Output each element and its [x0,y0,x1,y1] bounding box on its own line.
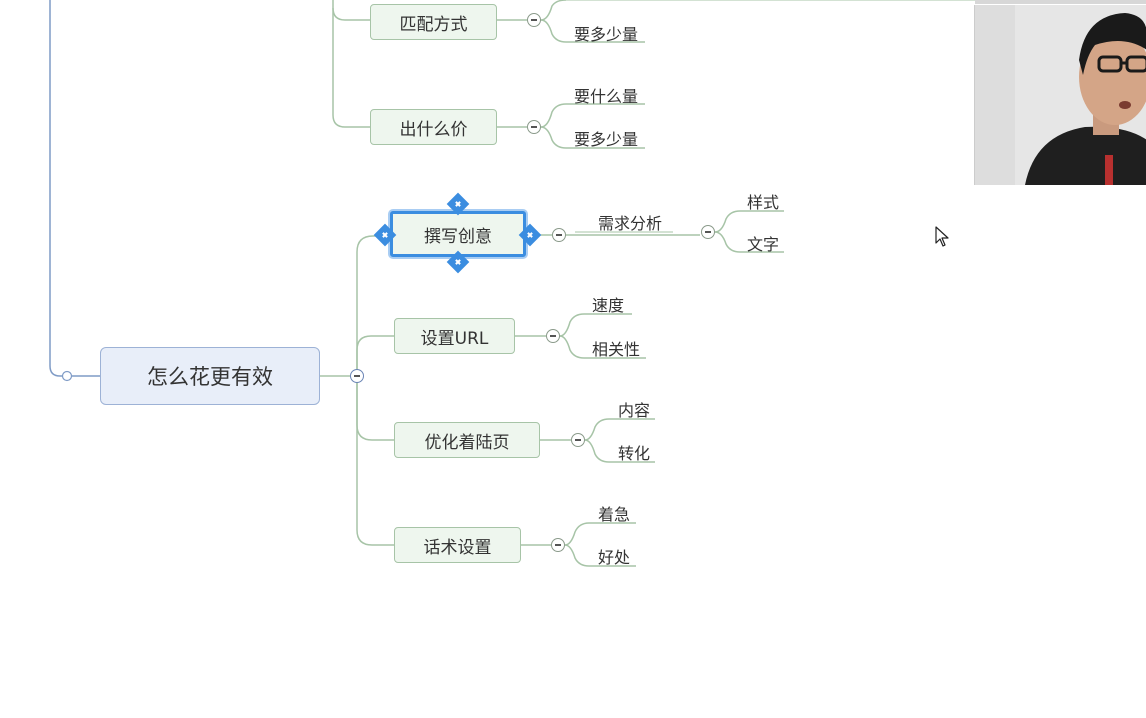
collapse-toggle-icon[interactable] [527,13,541,27]
overlay-top-bar [975,0,1146,4]
topic-bid-price[interactable]: 出什么价 [370,109,497,145]
collapse-toggle-icon[interactable] [571,433,585,447]
collapse-toggle-icon[interactable] [701,225,715,239]
leaf-bid-what-volume[interactable]: 要什么量 [574,87,639,106]
leaf-bid-how-much[interactable]: 要多少量 [574,130,639,149]
topic-optimize-landing[interactable]: 优化着陆页 [394,422,540,458]
leaf-benefit[interactable]: 好处 [598,548,631,567]
leaf-urgency[interactable]: 着急 [598,505,631,524]
leaf-text[interactable]: 文字 [747,235,780,254]
leaf-speed[interactable]: 速度 [592,296,625,315]
collapse-toggle-icon[interactable] [350,369,364,383]
collapse-toggle-icon[interactable] [552,228,566,242]
mouse-pointer-icon [935,226,949,247]
topic-script-settings[interactable]: 话术设置 [394,527,521,563]
leaf-style[interactable]: 样式 [747,193,780,212]
leaf-content[interactable]: 内容 [618,401,651,420]
topic-match-type[interactable]: 匹配方式 [370,4,497,40]
leaf-conversion[interactable]: 转化 [618,444,651,463]
presenter-figure [975,5,1146,185]
leaf-match-quantity[interactable]: 要多少量 [574,25,639,44]
leaf-relevance[interactable]: 相关性 [592,340,641,359]
collapse-toggle-icon[interactable] [551,538,565,552]
root-topic[interactable]: 怎么花更有效 [100,347,320,405]
subtopic-needs-analysis[interactable]: 需求分析 [598,214,663,233]
collapse-toggle-icon[interactable] [546,329,560,343]
topic-set-url[interactable]: 设置URL [394,318,515,354]
collapse-toggle-icon[interactable] [527,120,541,134]
presenter-webcam [974,5,1146,185]
topic-write-creative[interactable]: 撰写创意 [390,211,526,257]
